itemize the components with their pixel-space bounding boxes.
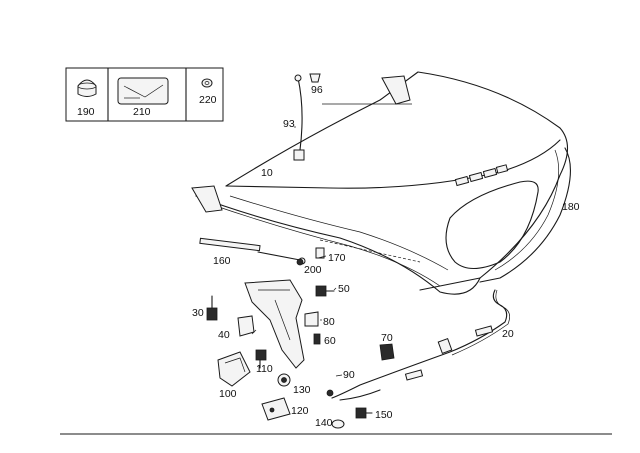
- lock-130: [277, 373, 291, 387]
- bolt-110: [255, 349, 267, 369]
- retainer-40: [237, 315, 255, 337]
- clip-60: [313, 333, 321, 345]
- switch-70: [379, 343, 395, 361]
- callout-150: 150: [375, 409, 393, 421]
- stay-rod: [293, 74, 305, 161]
- callout-180: 180: [562, 201, 580, 213]
- callout-200: 200: [304, 264, 322, 276]
- callout-20: 20: [502, 328, 514, 340]
- emblem-strip: [454, 164, 509, 187]
- trunk-lid-panel: [191, 71, 571, 295]
- legend-label-210: 210: [133, 106, 151, 118]
- callout-160: 160: [213, 255, 231, 267]
- callout-30: 30: [192, 307, 204, 319]
- legend-panel: 190 210 220: [65, 67, 224, 122]
- bolt-50: [315, 285, 335, 297]
- screw-30: [206, 295, 218, 321]
- release-cable: [326, 289, 510, 401]
- callout-110: 110: [256, 363, 273, 375]
- callout-140: 140: [315, 417, 333, 429]
- callout-170: 170: [328, 252, 346, 264]
- latch-bracket: [244, 279, 305, 369]
- grommet-140: [331, 419, 345, 429]
- hinge-120: [261, 397, 291, 421]
- callout-50: 50: [338, 283, 350, 295]
- cover-100: [217, 351, 251, 387]
- callout-40: 40: [218, 329, 230, 341]
- callout-80: 80: [323, 316, 335, 328]
- grommet-icon: [201, 78, 213, 88]
- legend-label-220: 220: [199, 94, 217, 106]
- legend-label-190: 190: [77, 106, 95, 118]
- callout-100: 100: [219, 388, 237, 400]
- callout-120: 120: [291, 405, 309, 417]
- plug-icon: [77, 79, 97, 97]
- tool-kit-decal-icon: [117, 77, 169, 105]
- callout-96: 96: [311, 84, 323, 96]
- clip-200: [296, 258, 304, 266]
- fastener-96: [309, 73, 321, 83]
- bolt-150: [355, 407, 373, 419]
- callout-60: 60: [324, 335, 336, 347]
- callout-70: 70: [381, 332, 393, 344]
- nut-170: [315, 247, 325, 259]
- callout-10: 10: [261, 167, 273, 179]
- callout-90: 90: [343, 369, 355, 381]
- callout-93: 93: [283, 118, 295, 130]
- bracket-80: [304, 311, 319, 327]
- callout-130: 130: [293, 384, 311, 396]
